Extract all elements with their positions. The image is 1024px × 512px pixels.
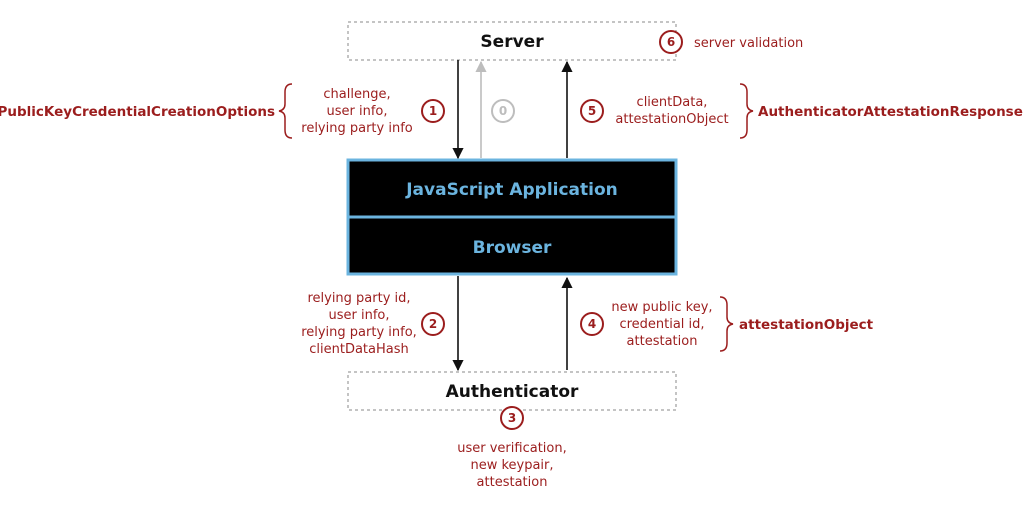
server-label: Server (480, 32, 544, 52)
step-5-line-2: attestationObject (615, 112, 728, 127)
step-2-number: 2 (429, 317, 437, 331)
step-4-line-1: new public key, (611, 300, 712, 315)
step-3-line-1: user verification, (457, 441, 566, 456)
authenticator-node: Authenticator (347, 371, 677, 411)
step-1-brace (278, 83, 293, 139)
step-2-line-1: relying party id, (307, 291, 410, 306)
step-5-number: 5 (588, 104, 596, 118)
step-2-line-4: clientDataHash (309, 342, 409, 357)
step-1-line-2: user info, (326, 104, 387, 119)
step-3-line-2: new keypair, (470, 458, 553, 473)
step-0: 0 (491, 99, 515, 123)
server-validation-text: server validation (694, 36, 803, 51)
step-2-line-2: user info, (328, 308, 389, 323)
step-1-line-3: relying party info (301, 121, 413, 136)
step-1-number: 1 (429, 104, 437, 118)
step-2: 2 relying party id, user info, relying p… (301, 291, 445, 357)
javascript-application-label: JavaScript Application (405, 180, 618, 200)
step-6: 6 server validation (659, 30, 803, 54)
step-5-brace (739, 83, 754, 139)
step-5: 5 clientData, attestationObject Authenti… (580, 83, 1023, 139)
authenticator-label: Authenticator (446, 382, 579, 402)
step-3-number: 3 (508, 411, 516, 425)
step-5-group-label: AuthenticatorAttestationResponse (758, 104, 1023, 120)
step-4-number: 4 (588, 317, 596, 331)
step-3-line-3: attestation (477, 475, 548, 490)
step-1: 1 challenge, user info, relying party in… (0, 83, 445, 139)
step-4-line-3: attestation (627, 334, 698, 349)
step-6-number: 6 (667, 35, 675, 49)
step-4-brace (719, 296, 734, 352)
step-1-group-label: PublicKeyCredentialCreationOptions (0, 104, 275, 120)
server-node: Server (347, 21, 677, 61)
step-0-number: 0 (499, 104, 507, 118)
step-4: 4 new public key, credential id, attesta… (580, 296, 874, 352)
step-3: 3 user verification, new keypair, attest… (457, 406, 567, 490)
step-2-line-3: relying party info, (301, 325, 417, 340)
step-4-line-2: credential id, (619, 317, 704, 332)
client-stack: JavaScript Application Browser (346, 158, 678, 276)
browser-label: Browser (473, 238, 552, 258)
step-5-line-1: clientData, (637, 95, 708, 110)
step-1-line-1: challenge, (323, 87, 390, 102)
step-4-group-label: attestationObject (739, 317, 874, 333)
